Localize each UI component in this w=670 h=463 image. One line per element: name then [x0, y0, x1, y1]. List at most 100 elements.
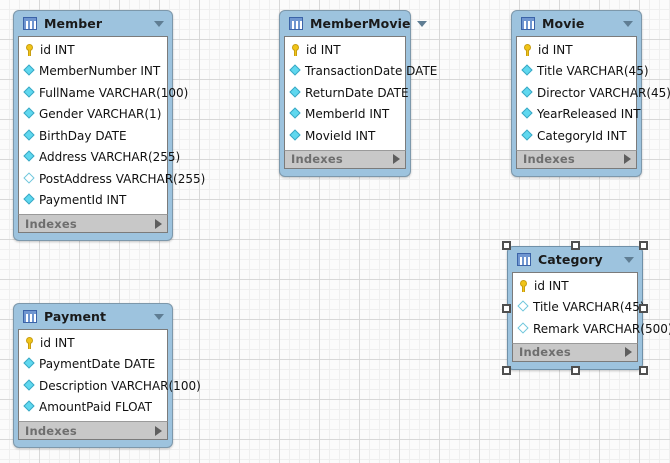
- entity-table-membermovie[interactable]: MemberMovie id INT TransactionDate DATE Ret…: [279, 10, 437, 177]
- resize-handle-sw[interactable]: [502, 366, 511, 375]
- indexes-section[interactable]: Indexes: [516, 149, 637, 169]
- column-label: PostAddress VARCHAR(255): [39, 171, 206, 186]
- diamond-icon: [290, 65, 302, 77]
- indexes-section[interactable]: Indexes: [18, 421, 168, 440]
- column-label: Remark VARCHAR(500): [533, 321, 670, 336]
- column-row[interactable]: PostAddress VARCHAR(255): [19, 168, 205, 190]
- column-label: CategoryId INT: [537, 128, 627, 143]
- column-label: PaymentDate DATE: [39, 357, 156, 372]
- diamond-icon: [24, 65, 36, 77]
- entity-name: Payment: [44, 309, 107, 324]
- column-label: MemberId INT: [305, 107, 390, 122]
- entity-column-list: id INT MemberNumber INT FullName VARCHAR(1…: [18, 36, 205, 214]
- column-row[interactable]: PaymentDate DATE: [19, 354, 167, 376]
- column-label: id INT: [538, 42, 573, 57]
- entity-title-bar[interactable]: Member: [18, 11, 168, 36]
- column-label: Director VARCHAR(45): [537, 85, 670, 100]
- column-label: Title VARCHAR(45): [537, 64, 649, 79]
- diamond-icon: [522, 65, 534, 77]
- chevron-right-icon[interactable]: [155, 425, 162, 436]
- column-row[interactable]: YearReleased INT: [517, 104, 641, 126]
- column-row[interactable]: MemberNumber INT: [19, 61, 167, 83]
- column-row[interactable]: CategoryId INT: [517, 125, 636, 147]
- column-row[interactable]: id INT: [517, 39, 636, 61]
- key-icon: [522, 43, 534, 57]
- resize-handle-e[interactable]: [639, 304, 648, 313]
- column-row[interactable]: MemberId INT: [285, 104, 405, 126]
- chevron-right-icon[interactable]: [155, 218, 162, 229]
- chevron-down-icon[interactable]: [624, 256, 634, 263]
- entity-title-bar[interactable]: MemberMovie: [284, 11, 427, 36]
- column-label: TransactionDate DATE: [305, 64, 438, 79]
- column-label: ReturnDate DATE: [305, 85, 409, 100]
- diamond-icon: [24, 194, 36, 206]
- indexes-section[interactable]: Indexes: [284, 149, 406, 169]
- resize-handle-ne[interactable]: [639, 241, 648, 250]
- column-label: Description VARCHAR(100): [39, 378, 201, 393]
- diamond-icon: [290, 108, 302, 120]
- column-label: AmountPaid FLOAT: [39, 400, 152, 415]
- diamond-outline-icon: [24, 173, 36, 185]
- column-label: MemberNumber INT: [39, 64, 161, 79]
- column-label: PaymentId INT: [39, 193, 127, 208]
- chevron-right-icon[interactable]: [624, 154, 631, 164]
- column-row[interactable]: TransactionDate DATE: [285, 61, 437, 83]
- table-icon: [517, 253, 531, 266]
- column-row[interactable]: id INT: [513, 275, 637, 297]
- chevron-down-icon[interactable]: [154, 20, 164, 27]
- column-label: YearReleased INT: [537, 107, 641, 122]
- chevron-down-icon[interactable]: [416, 20, 427, 27]
- resize-handle-s[interactable]: [571, 366, 580, 375]
- resize-handle-se[interactable]: [639, 366, 648, 375]
- column-row[interactable]: AmountPaid FLOAT: [19, 397, 167, 419]
- table-icon: [521, 17, 535, 30]
- diamond-outline-icon: [518, 301, 530, 313]
- table-icon: [23, 310, 37, 323]
- column-label: Gender VARCHAR(1): [39, 107, 162, 122]
- diamond-icon: [24, 108, 36, 120]
- column-row[interactable]: Address VARCHAR(255): [19, 147, 180, 169]
- column-row[interactable]: id INT: [19, 332, 167, 354]
- column-row[interactable]: Gender VARCHAR(1): [19, 104, 167, 126]
- column-row[interactable]: Remark VARCHAR(500): [513, 318, 670, 340]
- column-label: MovieId INT: [305, 128, 376, 143]
- column-row[interactable]: id INT: [285, 39, 405, 61]
- diamond-icon: [522, 130, 534, 142]
- chevron-right-icon[interactable]: [625, 347, 632, 357]
- entity-table-payment[interactable]: Payment id INT PaymentDate DATE Description…: [13, 303, 201, 448]
- table-icon: [23, 17, 37, 30]
- indexes-section[interactable]: Indexes: [18, 214, 168, 233]
- entity-title-bar[interactable]: Movie: [516, 11, 637, 36]
- column-row[interactable]: id INT: [19, 39, 167, 61]
- indexes-label: Indexes: [291, 152, 343, 166]
- column-label: id INT: [40, 42, 75, 57]
- diamond-icon: [290, 130, 302, 142]
- column-row[interactable]: MovieId INT: [285, 125, 405, 147]
- table-icon: [289, 17, 303, 30]
- resize-handle-n[interactable]: [571, 241, 580, 250]
- column-row[interactable]: PaymentId INT: [19, 190, 167, 212]
- entity-title-bar[interactable]: Payment: [18, 304, 168, 329]
- column-row[interactable]: ReturnDate DATE: [285, 82, 409, 104]
- column-label: id INT: [40, 335, 75, 350]
- column-row[interactable]: BirthDay DATE: [19, 125, 167, 147]
- entity-table-member[interactable]: Member id INT MemberNumber INT FullName VAR…: [13, 10, 205, 241]
- chevron-right-icon[interactable]: [393, 154, 400, 164]
- entity-table-movie[interactable]: Movie id INT Title VARCHAR(45) Director VAR…: [511, 10, 670, 177]
- chevron-down-icon[interactable]: [623, 20, 633, 27]
- entity-title-bar[interactable]: Category: [512, 247, 638, 272]
- resize-handle-nw[interactable]: [502, 241, 511, 250]
- column-row[interactable]: Description VARCHAR(100): [19, 375, 201, 397]
- entity-column-list: id INT Title VARCHAR(45) Director VARCHAR(…: [516, 36, 670, 150]
- chevron-down-icon[interactable]: [154, 313, 164, 320]
- diamond-icon: [24, 358, 36, 370]
- indexes-section[interactable]: Indexes: [512, 342, 638, 362]
- column-row[interactable]: Director VARCHAR(45): [517, 82, 670, 104]
- column-row[interactable]: Title VARCHAR(45): [513, 297, 645, 319]
- diamond-icon: [522, 87, 534, 99]
- column-row[interactable]: FullName VARCHAR(100): [19, 82, 188, 104]
- column-row[interactable]: Title VARCHAR(45): [517, 61, 649, 83]
- resize-handle-w[interactable]: [502, 304, 511, 313]
